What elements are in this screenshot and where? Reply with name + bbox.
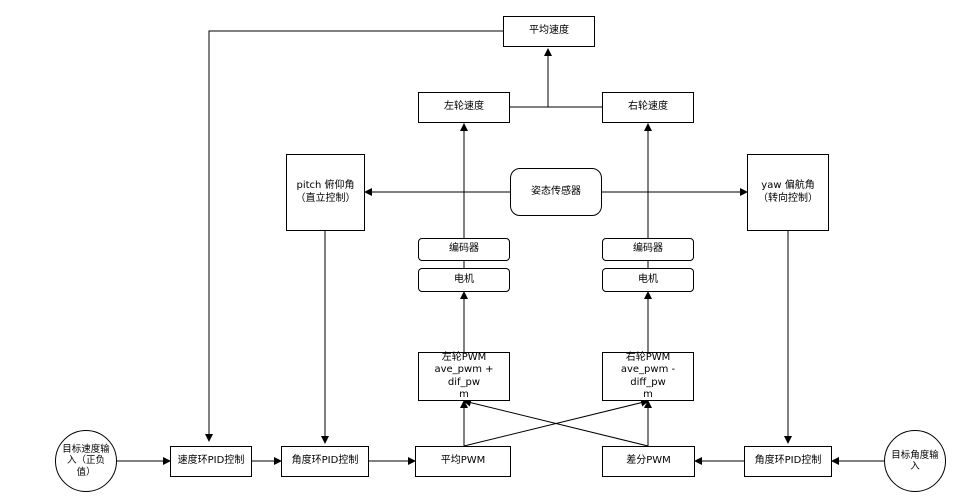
right-encoder-label: 编码器 bbox=[633, 243, 663, 255]
left-wheel-pwm-label: 左轮PWM ave_pwm + dif_pw m bbox=[434, 351, 494, 401]
target-angle-input-circle: 目标角度输 入 bbox=[884, 430, 946, 492]
left-motor-label: 电机 bbox=[454, 273, 474, 285]
pitch-angle-pid-box: 角度环PID控制 bbox=[281, 446, 369, 477]
pitch-angle-label: pitch 俯仰角 （直立控制） bbox=[295, 180, 356, 204]
pitch-angle-box: pitch 俯仰角 （直立控制） bbox=[286, 154, 365, 231]
attitude-sensor-label: 姿态传感器 bbox=[531, 185, 581, 197]
average-pwm-box: 平均PWM bbox=[415, 446, 511, 477]
yaw-angle-pid-box: 角度环PID控制 bbox=[744, 446, 832, 477]
yaw-angle-label: yaw 偏航角 （转向控制） bbox=[758, 180, 818, 204]
target-angle-input-label: 目标角度输 入 bbox=[891, 449, 939, 472]
left-wheel-speed-box: 左轮速度 bbox=[418, 92, 510, 123]
left-wheel-pwm-box: 左轮PWM ave_pwm + dif_pw m bbox=[418, 352, 510, 401]
target-speed-input-circle: 目标速度输 入（正负 值） bbox=[55, 430, 117, 492]
average-pwm-label: 平均PWM bbox=[440, 455, 486, 467]
right-wheel-speed-box: 右轮速度 bbox=[602, 92, 694, 123]
right-motor-box: 电机 bbox=[602, 268, 694, 292]
yaw-angle-pid-label: 角度环PID控制 bbox=[754, 455, 822, 467]
yaw-angle-box: yaw 偏航角 （转向控制） bbox=[747, 154, 829, 231]
right-wheel-speed-label: 右轮速度 bbox=[628, 101, 668, 113]
speed-loop-pid-box: 速度环PID控制 bbox=[170, 446, 252, 477]
target-speed-input-label: 目标速度输 入（正负 值） bbox=[62, 443, 110, 478]
average-speed-box: 平均速度 bbox=[503, 16, 595, 47]
left-motor-box: 电机 bbox=[418, 268, 510, 292]
attitude-sensor-box: 姿态传感器 bbox=[510, 168, 602, 216]
right-wheel-pwm-box: 右轮PWM ave_pwm - diff_pw m bbox=[602, 352, 694, 401]
right-encoder-box: 编码器 bbox=[602, 238, 694, 261]
left-encoder-label: 编码器 bbox=[449, 243, 479, 255]
differential-pwm-box: 差分PWM bbox=[602, 446, 695, 477]
speed-loop-pid-label: 速度环PID控制 bbox=[177, 455, 245, 467]
avg-speed-to-speed-pid-arrow bbox=[205, 30, 503, 442]
right-motor-label: 电机 bbox=[638, 273, 658, 285]
right-wheel-pwm-label: 右轮PWM ave_pwm - diff_pw m bbox=[620, 351, 676, 401]
diff-pwm-to-left-pwm-arrow bbox=[463, 398, 649, 447]
left-encoder-box: 编码器 bbox=[418, 238, 510, 261]
average-speed-label: 平均速度 bbox=[529, 25, 569, 37]
left-wheel-speed-label: 左轮速度 bbox=[444, 101, 484, 113]
pitch-angle-pid-label: 角度环PID控制 bbox=[291, 455, 359, 467]
differential-pwm-label: 差分PWM bbox=[626, 455, 671, 467]
